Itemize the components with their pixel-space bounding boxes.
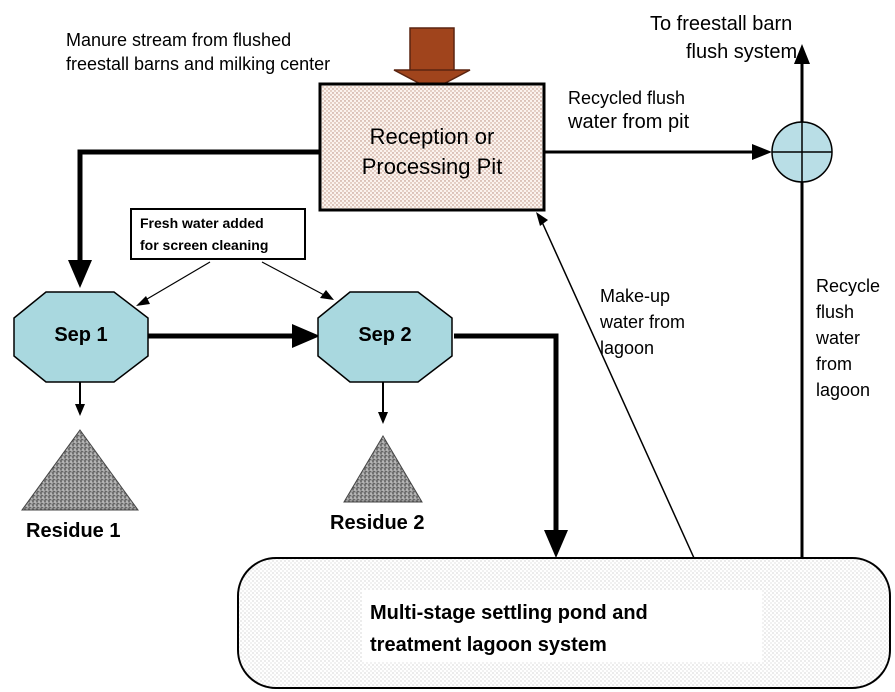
pit-to-mixer-arrowhead (752, 144, 772, 160)
sep1-label: Sep 1 (54, 324, 108, 346)
sep1-to-sep2-arrowhead (292, 324, 320, 348)
lagoon-label-line1: Multi-stage settling pond and (370, 602, 648, 624)
sep1-to-residue1-arrowhead (75, 404, 85, 416)
separator-2-shape (317, 291, 453, 383)
makeup-water-line (541, 221, 695, 559)
recycle-lagoon-line3: water (816, 328, 861, 348)
manure-label-line1: Manure stream from flushed (66, 30, 292, 50)
recycle-lagoon-line1: Recycle (816, 276, 881, 296)
fresh-water-to-sep1-line (141, 261, 211, 303)
lagoon-label-line2: treatment lagoon system (370, 634, 607, 656)
fresh-water-note-line1: Fresh water added (140, 215, 264, 231)
to-barn-label-line2: flush system (686, 41, 798, 63)
to-barn-label-line1: To freestall barn (650, 13, 793, 35)
mixer-junction-icon (771, 121, 833, 183)
separator-1-shape (13, 291, 149, 383)
residue2-label: Residue 2 (330, 512, 425, 534)
recycle-lagoon-line2: flush (816, 302, 855, 322)
recycled-pit-label-line1: Recycled flush (568, 88, 686, 108)
residue-1-pile (21, 429, 139, 511)
makeup-label-line3: lagoon (600, 338, 655, 358)
pit-label-line2: Processing Pit (361, 154, 503, 179)
pit-label-line1: Reception or (369, 124, 495, 149)
lagoon-label-bg (362, 590, 762, 662)
inflow-arrow (393, 27, 471, 91)
fresh-water-to-sep2-line (261, 261, 327, 297)
sep2-to-residue2-arrowhead (378, 412, 388, 424)
sep2-to-lagoon-arrowhead (544, 530, 568, 558)
pit-to-sep1-arrowhead (68, 260, 92, 288)
pit-to-sep1-line (77, 149, 320, 262)
residue1-label: Residue 1 (26, 520, 121, 542)
makeup-label-line2: water from (600, 312, 686, 332)
fresh-water-to-sep1-arrowhead (136, 296, 150, 306)
manure-label-line2: freestall barns and milking center (66, 54, 331, 74)
makeup-label-line1: Make-up (600, 286, 671, 306)
fresh-water-note-line2: for screen cleaning (140, 237, 269, 253)
flow-lines (68, 44, 810, 559)
recycle-lagoon-line5: lagoon (816, 380, 871, 400)
sep2-label: Sep 2 (358, 324, 412, 346)
fresh-water-to-sep2-arrowhead (320, 290, 334, 300)
mixer-to-barn-arrowhead (794, 44, 810, 64)
recycled-pit-label-line2: water from pit (568, 111, 690, 133)
fresh-water-note: Fresh water added for screen cleaning (130, 208, 306, 260)
makeup-water-arrowhead (536, 212, 548, 226)
recycle-lagoon-line4: from (816, 354, 852, 374)
residue-2-pile (343, 435, 423, 503)
sep2-to-lagoon-line (454, 333, 559, 532)
reception-pit-box (318, 82, 546, 212)
